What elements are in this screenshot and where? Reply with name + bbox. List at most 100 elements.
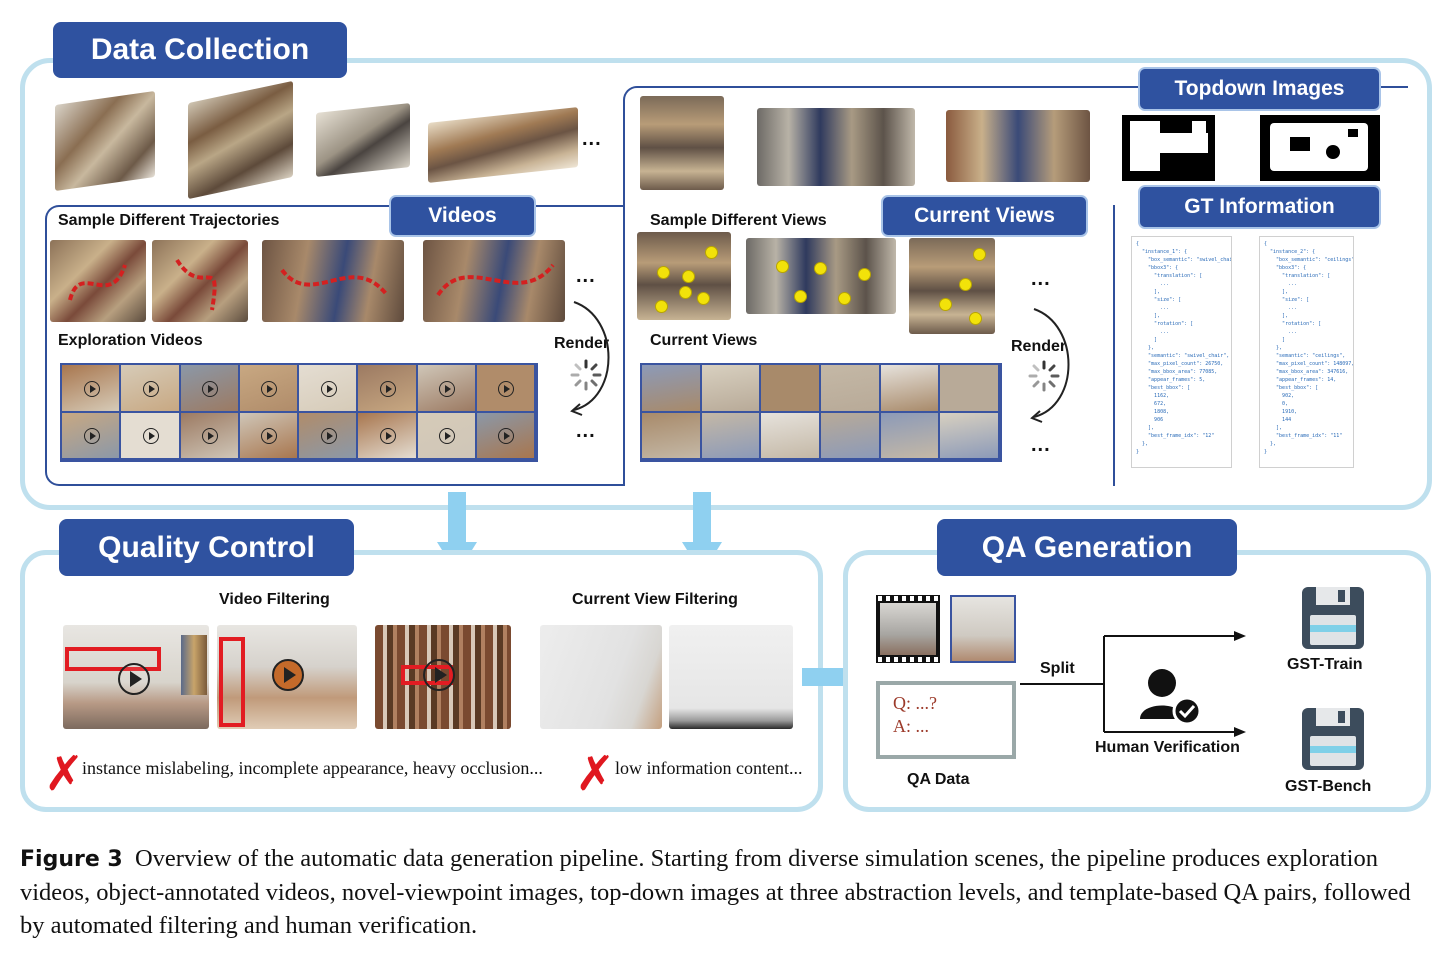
- videos-tab: Videos: [389, 195, 536, 237]
- current-view-frame: [642, 365, 702, 413]
- scene-thumb-1: [55, 90, 155, 192]
- play-icon: [379, 428, 396, 445]
- topdown-mask-2: [1260, 115, 1380, 181]
- current-views-tab: Current Views: [881, 195, 1088, 237]
- topdown-region: [623, 86, 1408, 486]
- render-arrow-left: [570, 301, 610, 416]
- exploration-video-frame: [417, 412, 477, 460]
- exploration-videos-label: Exploration Videos: [58, 332, 203, 349]
- filter-video-thumb-3: [375, 625, 511, 729]
- qa-question: Q: ...?: [893, 693, 937, 713]
- view-sample-thumb-1: [637, 232, 731, 320]
- user-check-icon: [1140, 669, 1202, 726]
- render-spinner-left: [570, 359, 602, 391]
- topdown-thumb-2: [757, 108, 915, 186]
- exploration-video-frame: [239, 412, 299, 460]
- figure-caption: Figure 3 Overview of the automatic data …: [20, 842, 1430, 942]
- video-fail-reasons: instance mislabeling, incomplete appeara…: [82, 758, 543, 778]
- play-icon: [320, 380, 337, 397]
- video-filtering-label: Video Filtering: [219, 591, 330, 608]
- save-icon-bench: [1302, 708, 1364, 770]
- play-icon: [83, 428, 100, 445]
- reject-x-icon-video: ✗: [44, 746, 85, 802]
- current-view-frame: [880, 412, 941, 460]
- qa-data-label: QA Data: [907, 771, 970, 788]
- play-icon: [202, 428, 219, 445]
- quality-control-title: Quality Control: [59, 519, 354, 576]
- exploration-video-frame: [299, 365, 359, 413]
- view-sample-thumb-2: [746, 238, 896, 314]
- trajectory-thumb-1: [50, 240, 146, 322]
- play-icon: [261, 380, 278, 397]
- exploration-video-frame: [299, 412, 359, 460]
- exploration-video-frame: [358, 412, 418, 460]
- human-verification-label: Human Verification: [1095, 739, 1240, 756]
- exploration-video-frame: [62, 365, 122, 413]
- qa-view-image: [950, 595, 1016, 663]
- play-icon: [439, 380, 456, 397]
- play-icon: [439, 428, 456, 445]
- current-view-frame: [940, 412, 1000, 460]
- current-view-frame: [880, 365, 941, 413]
- topdown-thumb-1: [640, 96, 724, 190]
- trajectory-thumb-4: [423, 240, 565, 322]
- sample-trajectories-label: Sample Different Trajectories: [58, 212, 280, 229]
- play-icon: [202, 380, 219, 397]
- filter-video-thumb-1: [63, 625, 209, 729]
- current-view-filtering-label: Current View Filtering: [572, 591, 738, 608]
- exploration-video-frame: [180, 365, 240, 413]
- exploration-video-frame: [417, 365, 477, 413]
- exploration-video-grid: [60, 363, 538, 462]
- current-views-label: Current Views: [650, 332, 758, 349]
- gt-information-tab: GT Information: [1138, 185, 1381, 229]
- current-view-frame: [940, 365, 1000, 413]
- split-arrows: [1020, 631, 1246, 737]
- render-right-label: Render: [1011, 338, 1067, 355]
- exploration-video-cells: [62, 365, 536, 460]
- current-view-frame: [642, 412, 702, 460]
- play-icon: [261, 428, 278, 445]
- trajectories-ellipsis: ...: [576, 265, 596, 287]
- topdown-thumb-3: [946, 110, 1090, 182]
- filter-video-thumb-2: [217, 625, 357, 729]
- current-view-frame: [821, 412, 881, 460]
- save-icon-train: [1302, 587, 1364, 649]
- trajectory-thumb-3: [262, 240, 404, 322]
- render-left-label: Render: [554, 335, 610, 352]
- play-icon: [142, 380, 159, 397]
- gt-json-right: { "instance_2": { "box_semantic": "ceili…: [1259, 236, 1354, 468]
- gt-info-region: [1113, 205, 1408, 486]
- filter-view-thumb-1: [540, 625, 662, 729]
- split-label: Split: [1040, 660, 1075, 677]
- play-icon: [320, 428, 337, 445]
- render-left-ellipsis: ...: [576, 420, 596, 442]
- exploration-video-frame: [180, 412, 240, 460]
- filter-view-thumb-2: [669, 625, 793, 729]
- play-icon: [83, 380, 100, 397]
- caption-text: Overview of the automatic data generatio…: [20, 845, 1411, 939]
- play-icon: [498, 380, 515, 397]
- view-fail-reasons: low information content...: [615, 758, 803, 778]
- render-arrow-right: [1030, 308, 1070, 423]
- gst-bench-label: GST-Bench: [1285, 778, 1372, 795]
- film-strip-icon: [876, 595, 940, 663]
- sample-views-label: Sample Different Views: [650, 212, 827, 229]
- current-views-cells: [642, 365, 1000, 460]
- exploration-video-frame: [62, 412, 122, 460]
- play-icon: [142, 428, 159, 445]
- trajectory-thumb-2: [152, 240, 248, 322]
- videos-region: [45, 205, 625, 486]
- render-right-ellipsis: ...: [1031, 434, 1051, 456]
- gst-train-label: GST-Train: [1287, 656, 1363, 673]
- current-view-frame: [701, 365, 762, 413]
- current-view-frame: [761, 365, 821, 413]
- play-icon: [379, 380, 396, 397]
- topdown-mask-1: [1122, 115, 1215, 181]
- current-view-frame: [821, 365, 881, 413]
- qa-generation-title: QA Generation: [937, 519, 1237, 576]
- scenes-ellipsis: ...: [582, 128, 602, 150]
- view-sample-thumb-3: [909, 238, 995, 334]
- exploration-video-frame: [358, 365, 418, 413]
- exploration-video-frame: [239, 365, 299, 413]
- current-view-frame: [761, 412, 821, 460]
